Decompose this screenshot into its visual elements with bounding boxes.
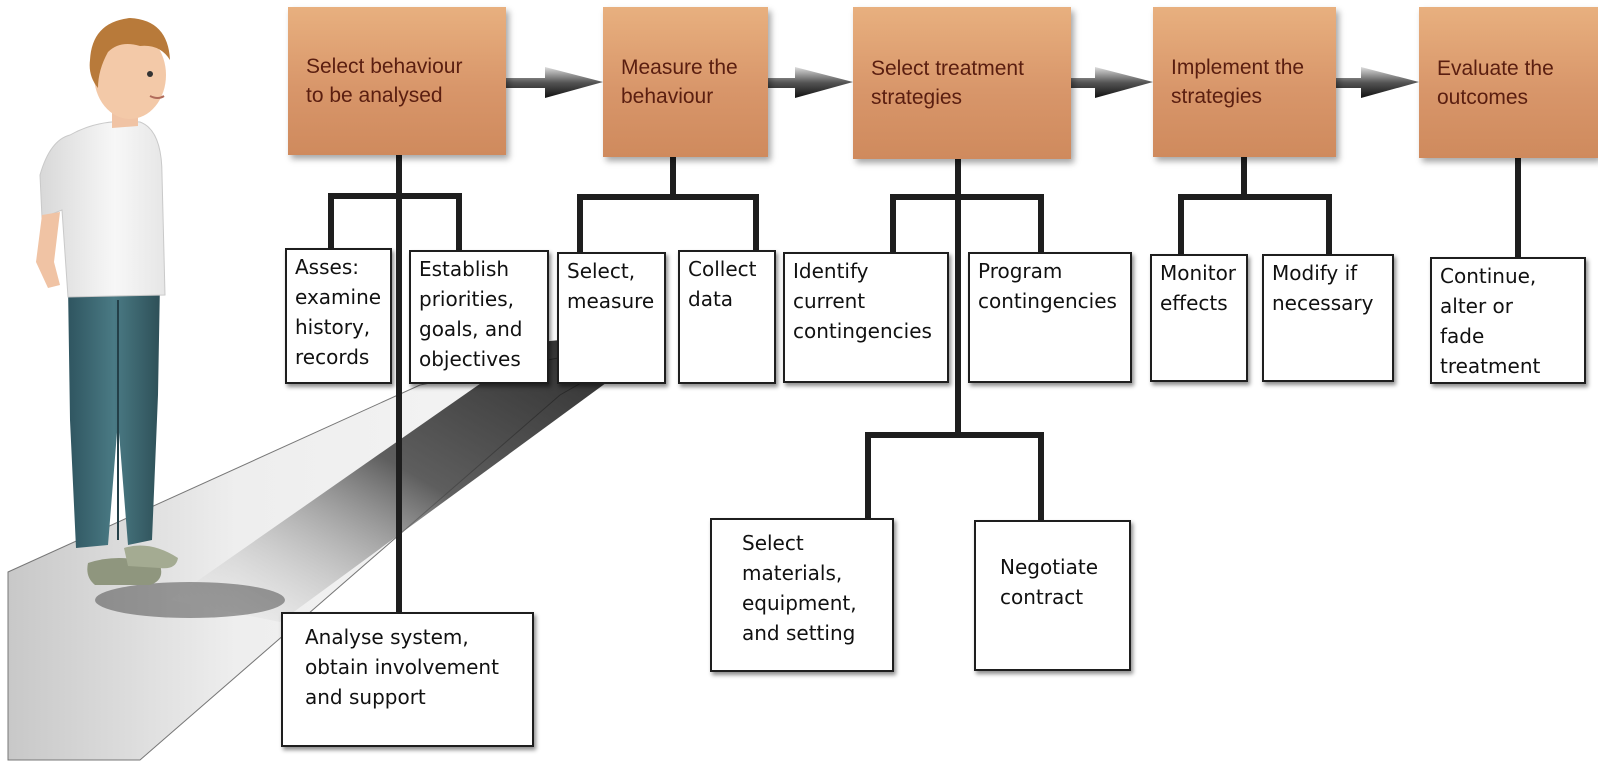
task-establish-priorities: Establish priorities, goals, and objecti… <box>409 250 549 384</box>
stage-select-treatment: Select treatment strategies <box>853 7 1071 159</box>
arrow-3-to-4 <box>1069 67 1153 98</box>
floor-beam-shadow <box>170 330 662 622</box>
task-identify-contingencies: Identify current contingencies <box>783 252 949 383</box>
task-select-measure: Select, measure <box>557 252 666 384</box>
task-negotiate-contract: Negotiate contract <box>974 520 1131 671</box>
task-analyse-system: Analyse system, obtain involvement and s… <box>281 612 534 747</box>
task-monitor-effects: Monitor effects <box>1150 254 1248 382</box>
arrow-1-to-2 <box>505 67 603 98</box>
stage-implement-strategies: Implement the strategies <box>1153 7 1336 157</box>
stage-measure-behaviour: Measure the behaviour <box>603 7 768 157</box>
figure-shadow <box>95 582 285 618</box>
stage-evaluate-outcomes: Evaluate the outcomes <box>1419 7 1598 158</box>
arrow-2-to-3 <box>768 67 853 98</box>
task-asses-history: Asses: examine history, records <box>285 248 392 384</box>
task-program-contingencies: Program contingencies <box>968 252 1132 383</box>
task-continue-alter-fade: Continue, alter or fade treatment <box>1430 257 1586 384</box>
task-select-materials: Select materials, equipment, and setting <box>710 518 894 672</box>
task-collect-data: Collect data <box>678 250 776 384</box>
arrow-4-to-5 <box>1336 67 1419 98</box>
stage-select-behaviour: Select behaviour to be analysed <box>288 7 506 155</box>
boy-illustration <box>36 18 178 585</box>
task-modify-if-necessary: Modify if necessary <box>1262 254 1394 382</box>
